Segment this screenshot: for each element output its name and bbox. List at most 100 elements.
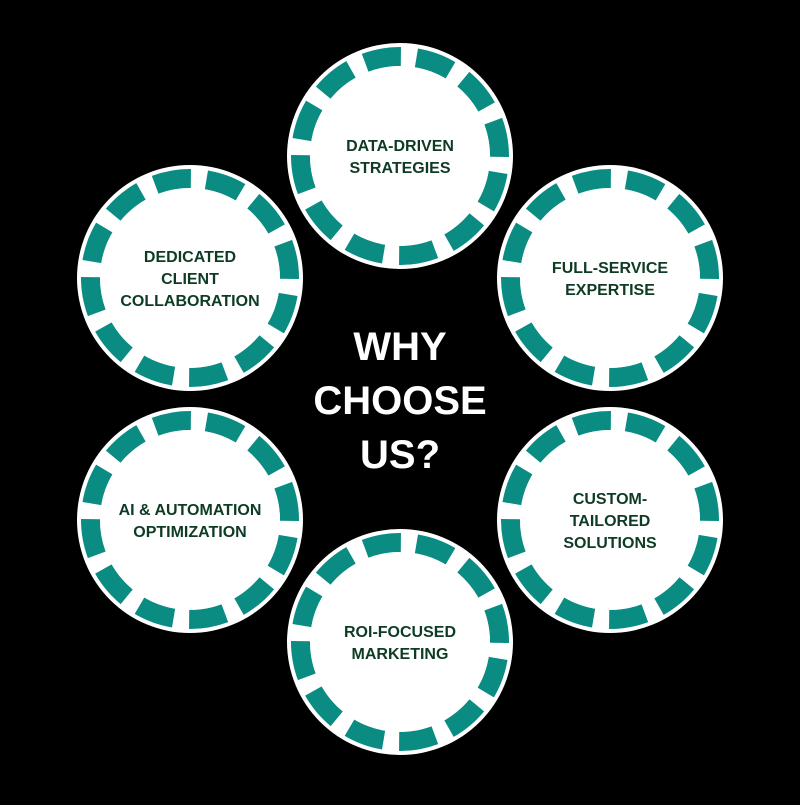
ring-segment — [484, 117, 509, 157]
badge-custom-tailored-solutions: CUSTOM- TAILORED SOLUTIONS — [497, 407, 723, 633]
badge-label-line: MARKETING — [352, 646, 449, 663]
ring-segment — [501, 519, 526, 559]
ring-segment — [247, 193, 285, 234]
ring-segment — [654, 577, 695, 615]
ring-segment — [305, 200, 343, 241]
ring-segment — [82, 464, 113, 506]
ring-segment — [234, 335, 275, 373]
ring-segment — [624, 170, 666, 201]
ring-segment — [361, 46, 401, 72]
ring-segment — [502, 464, 533, 506]
badge-inner-disc — [310, 66, 490, 246]
ring-segment — [414, 48, 456, 79]
ring-segment — [189, 604, 229, 629]
ring-segment — [290, 641, 316, 681]
ring-segment — [694, 481, 719, 521]
ring-segment — [624, 412, 666, 443]
ring-segment — [105, 183, 146, 221]
badge-ai-automation-optimization: AI & AUTOMATION OPTIMIZATION — [77, 407, 303, 633]
ring-segment — [267, 292, 298, 334]
ring-segment — [292, 586, 323, 628]
ring-segment — [151, 411, 191, 436]
ring-segment — [274, 239, 299, 279]
ring-segment — [344, 719, 386, 750]
badge-roi-focused-marketing: ROI-FOCUSED MARKETING — [287, 529, 513, 755]
badge-label-line: OPTIMIZATION — [133, 524, 246, 541]
ring-segment — [399, 726, 439, 751]
badge-label-line: SOLUTIONS — [563, 535, 657, 552]
ring-segment — [457, 557, 495, 598]
badge-dedicated-client-collaboration: DEDICATED CLIENT COLLABORATION — [77, 165, 303, 391]
ring-segment — [274, 481, 299, 521]
ring-segment — [315, 547, 356, 585]
ring-segment — [515, 564, 553, 605]
badge-label-line: STRATEGIES — [349, 160, 450, 177]
ring-segment — [134, 355, 176, 386]
ring-segment — [414, 534, 456, 565]
badge-full-service-expertise: FULL-SERVICE EXPERTISE — [497, 165, 723, 391]
center-title-line: US? — [360, 433, 440, 477]
ring-segment — [609, 362, 649, 387]
ring-segment — [687, 292, 718, 334]
ring-segment — [609, 604, 649, 630]
ring-segment — [95, 564, 133, 605]
ring-segment — [687, 534, 718, 576]
badge-label-line: DEDICATED — [144, 249, 236, 266]
ring-segment — [501, 277, 526, 317]
center-title-line: WHY — [353, 325, 447, 369]
ring-segment — [457, 71, 495, 112]
badge-label-line: ROI-FOCUSED — [344, 624, 456, 641]
ring-segment — [477, 170, 508, 212]
ring-segment — [654, 335, 695, 373]
ring-segment — [234, 577, 275, 615]
ring-segment — [694, 239, 719, 279]
badge-label-line: COLLABORATION — [120, 293, 259, 310]
badge-inner-disc — [520, 430, 700, 610]
badge-inner-disc — [310, 552, 490, 732]
badge-label-line: CLIENT — [161, 271, 219, 288]
ring-segment — [105, 425, 146, 463]
ring-segment — [554, 597, 596, 628]
ring-segment — [247, 435, 285, 476]
ring-segment — [292, 100, 323, 142]
ring-segment — [361, 533, 401, 558]
ring-segment — [477, 656, 508, 698]
ring-segment — [444, 699, 485, 737]
ring-segment — [484, 603, 509, 643]
ring-segment — [525, 183, 566, 221]
badge-inner-disc — [100, 188, 280, 368]
ring-segment — [80, 277, 106, 317]
ring-segment — [189, 362, 229, 387]
ring-segment — [502, 222, 533, 264]
badge-label-line: AI & AUTOMATION — [119, 502, 262, 519]
ring-segment — [515, 322, 553, 363]
badge-label-line: CUSTOM- — [573, 491, 647, 508]
ring-segment — [667, 435, 705, 476]
center-title: WHY CHOOSE US? — [313, 325, 486, 477]
badge-label-line: TAILORED — [570, 513, 651, 530]
ring-segment — [315, 61, 356, 99]
ring-segment — [291, 155, 316, 195]
ring-segment — [571, 169, 611, 194]
ring-segment — [554, 355, 596, 386]
ring-segment — [444, 213, 485, 251]
ring-segment — [134, 597, 176, 628]
ring-segment — [571, 411, 611, 436]
badge-label-line: FULL-SERVICE — [552, 260, 668, 277]
badge-inner-disc — [100, 430, 280, 610]
ring-segment — [305, 686, 343, 727]
center-title-line: CHOOSE — [313, 379, 486, 423]
ring-segment — [204, 170, 246, 201]
ring-segment — [344, 233, 386, 264]
ring-segment — [82, 222, 113, 264]
ring-segment — [80, 519, 106, 559]
ring-segment — [151, 169, 191, 194]
ring-segment — [267, 534, 298, 576]
badge-label-line: EXPERTISE — [565, 282, 655, 299]
ring-segment — [667, 193, 705, 234]
ring-segment — [525, 425, 566, 463]
